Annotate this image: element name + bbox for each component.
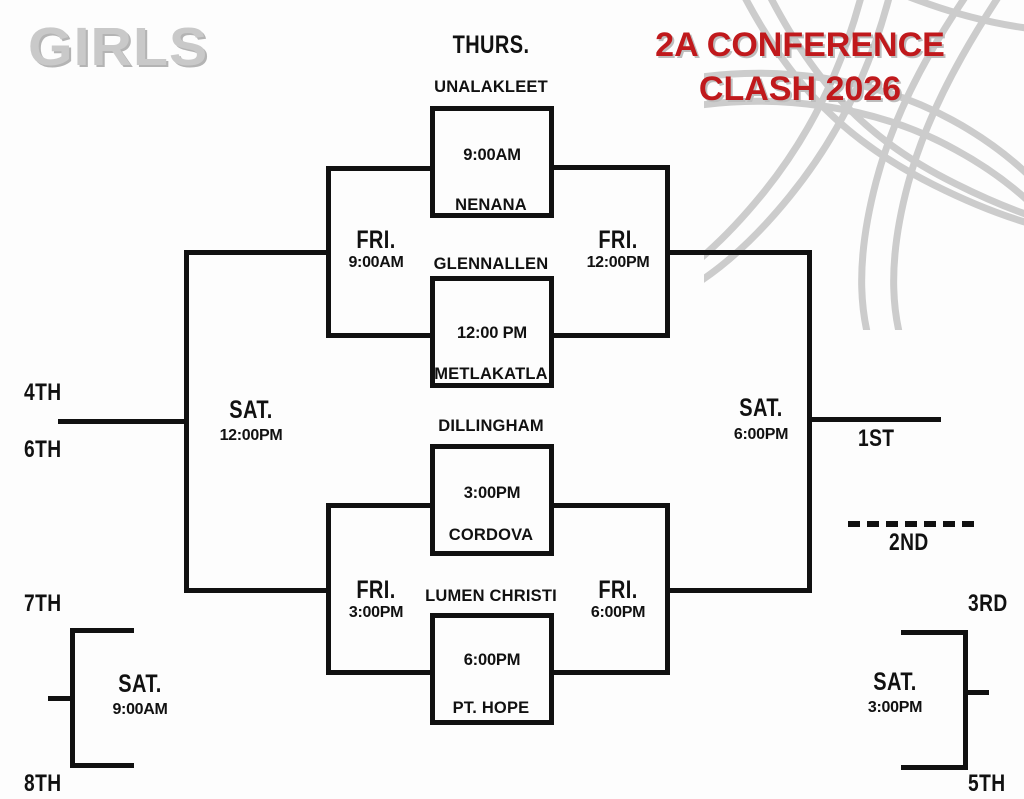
game-4-time: 6:00PM <box>463 651 521 669</box>
game-3-time: 3:00PM <box>463 484 521 502</box>
event-title: 2A CONFERENCE CLASH 2026 <box>590 24 1010 111</box>
game-2-time: 12:00 PM <box>457 324 527 342</box>
winners-upper-bottom-arm <box>552 333 670 338</box>
placement-eighth: 8TH <box>24 770 62 797</box>
winners-upper-top-arm <box>552 165 670 170</box>
winners-lower-out <box>665 588 810 593</box>
third-place-spine <box>963 630 968 770</box>
semi-upper-time: 9:00AM <box>348 254 404 271</box>
winners-lower-day: FRI. <box>598 576 638 604</box>
championship-day: SAT. <box>739 394 783 422</box>
third-place-top-arm <box>901 630 967 635</box>
game-4-box <box>430 613 554 725</box>
seventh-place-time: 9:00AM <box>112 701 168 718</box>
game-4-bottom-team: PT. HOPE <box>452 699 530 717</box>
placement-third: 3RD <box>968 590 1008 617</box>
third-place-time: 3:00PM <box>867 699 923 716</box>
semi-lower-top-arm <box>326 503 434 508</box>
semi-lower-out <box>184 588 330 593</box>
placement-fourth: 4TH <box>24 379 62 406</box>
placement-sixth: 6TH <box>24 436 62 463</box>
game-3-box <box>430 444 554 556</box>
semi-upper-top-arm <box>326 166 434 171</box>
semi-upper-day: FRI. <box>356 226 396 254</box>
winners-upper-out <box>665 250 810 255</box>
game-2-top-team: GLENNALLEN <box>433 255 549 273</box>
winners-lower-time: 6:00PM <box>590 604 646 621</box>
event-title-line-1: 2A CONFERENCE <box>655 26 945 64</box>
seventh-place-day: SAT. <box>118 670 162 698</box>
event-title-line-2: CLASH 2026 <box>698 69 902 108</box>
winners-lower-top-arm <box>552 503 670 508</box>
placement-first: 1ST <box>858 425 895 452</box>
third-place-bottom-arm <box>901 765 967 770</box>
championship-out <box>807 417 941 422</box>
third-place-out <box>963 690 989 695</box>
game-3-bottom-team: CORDOVA <box>448 526 534 544</box>
semi-upper-bottom-arm <box>326 333 434 338</box>
semi-upper-out <box>184 250 330 255</box>
seventh-place-bottom-arm <box>70 763 134 768</box>
winners-upper-day: FRI. <box>598 226 638 254</box>
game-1-bottom-team: NENANA <box>455 196 527 214</box>
game-2-bottom-team: METLAKATLA <box>434 365 548 383</box>
consolation-final-day: SAT. <box>229 396 273 424</box>
winners-upper-time: 12:00PM <box>586 254 650 271</box>
semi-lower-time: 3:00PM <box>348 604 404 621</box>
consolation-final-out <box>58 419 189 424</box>
game-2-box <box>430 276 554 388</box>
division-title: GIRLS <box>28 17 209 77</box>
championship-time: 6:00PM <box>733 426 789 443</box>
placement-seventh: 7TH <box>24 590 62 617</box>
winners-lower-bottom-arm <box>552 670 670 675</box>
game-1-box <box>430 106 554 218</box>
game-4-top-team: LUMEN CHRISTI <box>425 587 557 605</box>
placement-fifth: 5TH <box>968 770 1006 797</box>
game-1-time: 9:00AM <box>463 146 521 164</box>
seventh-place-out <box>48 696 74 701</box>
semi-lower-bottom-arm <box>326 670 434 675</box>
round-label-thursday: THURS. <box>452 31 530 59</box>
semi-lower-day: FRI. <box>356 576 396 604</box>
seventh-place-top-arm <box>70 628 134 633</box>
consolation-final-time: 12:00PM <box>219 427 283 444</box>
placement-second: 2ND <box>889 529 929 556</box>
game-3-top-team: DILLINGHAM <box>438 417 544 435</box>
game-1-top-team: UNALAKLEET <box>434 78 548 96</box>
third-place-day: SAT. <box>873 668 917 696</box>
runner-up-line <box>848 521 974 527</box>
